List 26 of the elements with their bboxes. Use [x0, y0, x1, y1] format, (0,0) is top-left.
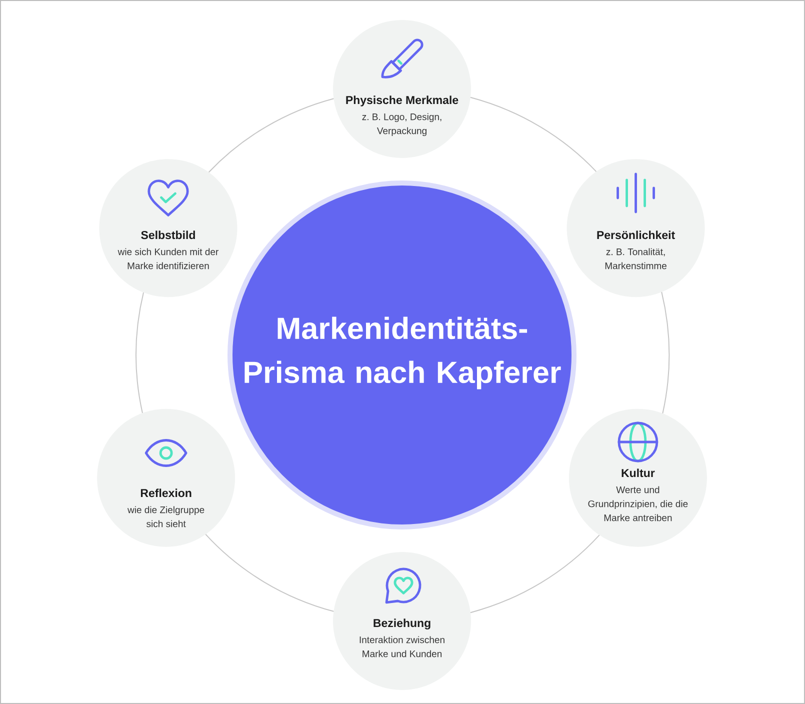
circle-node — [99, 159, 238, 298]
circle-node — [333, 552, 471, 690]
ring-arc — [661, 292, 670, 414]
ring-arc — [470, 534, 600, 614]
circle-node — [333, 20, 471, 158]
node-description: Interaktion zwischen Marke und Kunden — [360, 636, 444, 658]
node-title: Selbstbild — [141, 230, 195, 240]
node-description: z. B. Tonalität, Markenstimme — [605, 248, 666, 270]
node-description: wie sich Kunden mit der Marke identifizieren — [118, 248, 218, 270]
ring-arc — [470, 96, 597, 172]
hub-circle — [228, 180, 576, 530]
node-title: Persönlichkeit — [597, 230, 675, 240]
ring-arc — [208, 98, 334, 173]
circle-node — [568, 408, 707, 547]
circle-title: Markenidentitäts-Prisma nach Kapferer — [244, 316, 561, 390]
circle-node — [97, 408, 236, 547]
node-title: Reflexion — [140, 488, 192, 498]
node-title: Physische Merkmale — [346, 96, 458, 106]
node-title: Beziehung — [374, 618, 430, 630]
node-description: wie die Zielgruppe sich sieht — [128, 506, 204, 528]
circle-node — [566, 159, 705, 298]
node-description: z. B. Logo, Design, Verpackung — [362, 113, 442, 136]
ring-arc — [136, 292, 144, 414]
node-title: Kultur — [622, 468, 655, 478]
node-description: Werte und Grundprinzipien, die die Marke antreiben — [588, 486, 688, 522]
ring-arc — [205, 534, 334, 612]
